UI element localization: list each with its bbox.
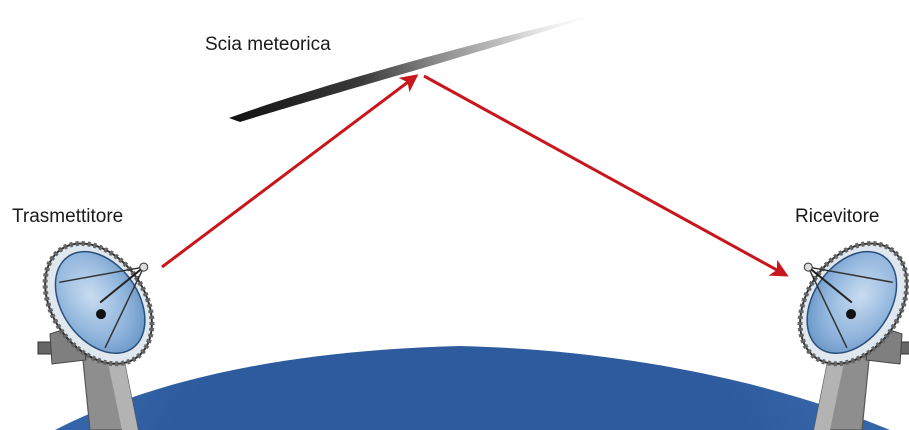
downlink-arrow [423,74,789,277]
meteor-trail-label: Scia meteorica [205,34,331,55]
earth-surface [55,346,890,430]
transmitter-label: Trasmettitore [12,206,123,227]
meteor-trail [229,12,606,122]
satellite-dish-icon [37,240,155,430]
satellite-dish-icon [797,240,909,430]
receiver-label: Ricevitore [795,206,879,227]
signal-path [161,74,789,277]
uplink-arrow [161,74,419,269]
